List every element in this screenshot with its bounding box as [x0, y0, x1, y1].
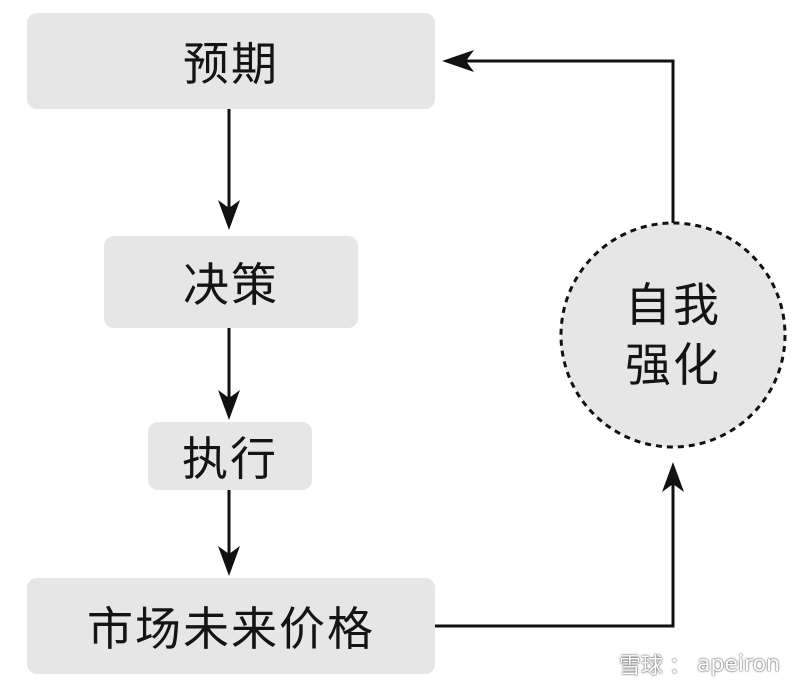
arrow-circle-to-expectation — [452, 59, 675, 223]
watermark-separator: ： — [668, 654, 691, 679]
watermark-user: apeiron — [696, 651, 780, 677]
arrowhead-decision-to-execution — [218, 390, 240, 420]
node-expectation-label: 预期 — [183, 37, 279, 91]
node-self-reinforce-line1: 自我 — [625, 278, 721, 332]
node-expectation: 预期 — [27, 13, 435, 109]
node-execution: 执行 — [148, 422, 312, 490]
node-decision-label: 决策 — [183, 258, 279, 312]
watermark: 雪球：apeiron — [587, 648, 780, 680]
arrowhead-market-to-circle — [662, 462, 684, 492]
snowball-logo-icon — [587, 651, 613, 677]
node-self-reinforce-line2: 强化 — [625, 338, 721, 392]
node-market-future-price: 市场未来价格 — [27, 578, 435, 674]
arrow-market-to-circle — [435, 470, 675, 628]
node-execution-label: 执行 — [182, 432, 278, 486]
node-self-reinforce: 自我 强化 — [561, 223, 785, 447]
self-reinforce-circle — [559, 221, 787, 449]
node-decision: 决策 — [104, 236, 358, 328]
watermark-brand: 雪球 — [618, 654, 663, 679]
arrowhead-expectation-to-decision — [218, 200, 240, 230]
node-market-future-price-label: 市场未来价格 — [87, 602, 375, 656]
arrowhead-execution-to-market — [218, 546, 240, 576]
arrowhead-circle-to-expectation — [442, 50, 474, 72]
